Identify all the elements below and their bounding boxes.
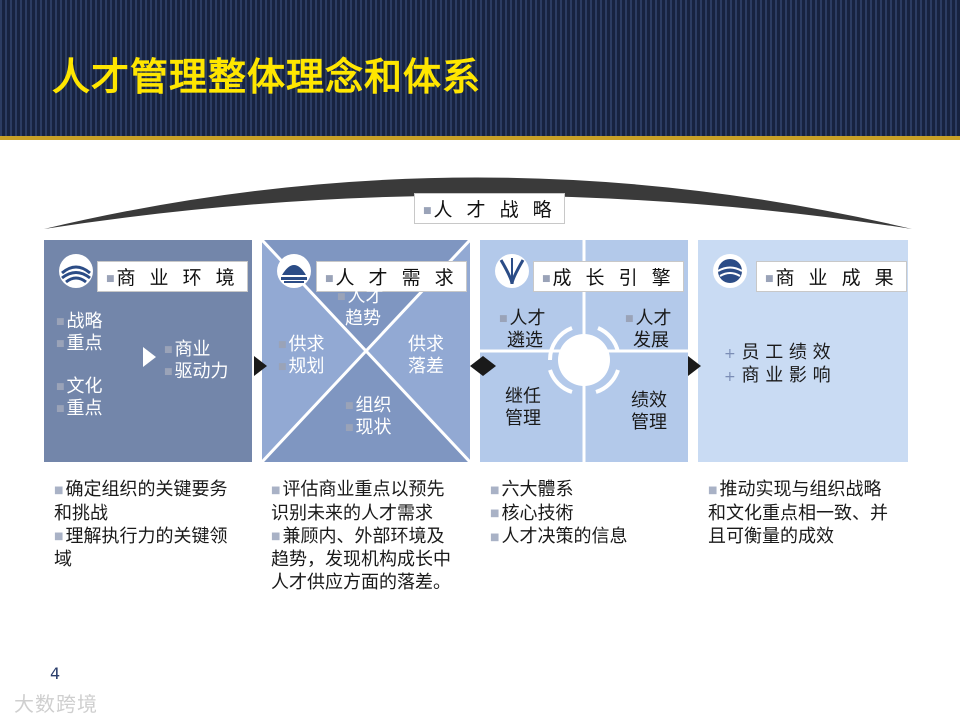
bullet-icon: ■ (423, 205, 432, 216)
bullet-icon: ■ (106, 273, 115, 284)
item-succession: 继任 管理 (505, 386, 541, 429)
strategy-arc (44, 177, 912, 229)
strategy-label: ■人 才 战 略 (414, 193, 565, 224)
bullet-icon: ■ (490, 531, 500, 543)
item-org-status: ■组织 ■现状 (345, 395, 392, 438)
bullet-icon: ■ (325, 273, 334, 284)
bullet-icon: ■ (54, 531, 64, 542)
funnel-icon (495, 254, 529, 288)
item-talent-development: ■人才 发展 (625, 308, 672, 351)
label-business-results: ■商 业 成 果 (756, 261, 907, 292)
desc-talent-demand: ■评估商业重点以预先识别未来的人才需求 ■兼顾内、外部环境及趋势，发现机构成长中… (271, 479, 451, 593)
item-business-driver: ■商业 ■驱动力 (164, 339, 229, 382)
bullet-icon: ■ (708, 484, 718, 496)
desc-growth-engine: ■六大體系 ■核心技術 ■人才决策的信息 (490, 479, 628, 547)
bullet-icon: ■ (164, 345, 173, 355)
item-talent-trend: ■人才 趋势 (337, 286, 384, 329)
strategy-label-text: 人 才 战 略 (433, 199, 556, 221)
arrow-right-icon (483, 356, 496, 376)
globe-icon (713, 254, 747, 288)
label-business-environment: ■商 业 环 境 (97, 261, 248, 292)
watermark-logo: 大数跨境 (14, 688, 98, 717)
bullet-icon: ■ (56, 339, 65, 349)
bullet-icon: ■ (345, 401, 354, 411)
label-talent-demand: ■人 才 需 求 (316, 261, 467, 292)
bullet-icon: ■ (625, 314, 634, 324)
globe-swirl-icon (59, 254, 93, 288)
cycle-arrow-2 (597, 326, 620, 353)
arrow-right-icon (688, 356, 701, 376)
bullet-icon: ■ (278, 362, 287, 372)
bullet-icon: ■ (164, 367, 173, 377)
item-culture-focus: ■文化 ■重点 (56, 376, 103, 419)
label-talent-demand-text: 人 才 需 求 (335, 267, 458, 289)
bullet-icon: ■ (542, 273, 551, 284)
cycle-arrow-1 (547, 326, 573, 361)
cycle-arrow-4 (548, 369, 573, 394)
engine-center-circle (558, 334, 610, 386)
bullet-icon: ■ (271, 531, 281, 542)
arrow-right-icon (254, 356, 267, 376)
strategy-arc-shape (44, 177, 912, 229)
bullet-icon: ■ (278, 340, 287, 350)
x-triangle-bottom (262, 351, 470, 462)
bullet-icon: ■ (490, 484, 500, 496)
desc-business-results: ■推动实现与组织战略和文化重点相一致、并且可衡量的成效 (708, 479, 888, 547)
label-business-results-text: 商 业 成 果 (775, 267, 898, 289)
bullet-icon: ■ (56, 404, 65, 414)
header-banner (0, 0, 960, 138)
item-results-list: + 员 工 绩 效 + 商 业 影 响 (724, 342, 831, 386)
bullet-icon: ■ (499, 314, 508, 324)
bullet-icon: ■ (271, 484, 281, 496)
item-talent-selection: ■人才 遴选 (499, 308, 546, 351)
page-number: 4 (50, 664, 61, 683)
dome-icon (277, 254, 311, 288)
item-supply-gap: 供求 落差 (408, 334, 444, 377)
arrow-left-icon (470, 356, 483, 376)
bullet-icon: ■ (56, 382, 65, 392)
bullet-icon: ■ (337, 292, 346, 302)
page-title: 人才管理整体理念和体系 (52, 55, 482, 99)
label-growth-engine-text: 成 长 引 擎 (552, 267, 675, 289)
watermark-text: 大数跨境 (14, 692, 98, 716)
desc-business-environment: ■确定组织的关键要务和挑战 ■理解执行力的关键领域 (54, 479, 228, 570)
bullet-icon: ■ (54, 484, 64, 496)
item-strategy-focus: ■战略 ■重点 (56, 311, 103, 354)
item-performance: 绩效 管理 (631, 390, 667, 433)
bullet-icon: ■ (56, 317, 65, 327)
label-business-environment-text: 商 业 环 境 (116, 267, 239, 289)
bullet-icon: ■ (345, 423, 354, 433)
arrow-right-icon (143, 347, 156, 367)
header-divider (0, 136, 960, 140)
bullet-icon: ■ (490, 508, 500, 519)
cycle-arrow-3 (595, 369, 620, 394)
plus-icon: + (724, 346, 736, 362)
bullet-icon: ■ (765, 273, 774, 284)
plus-icon: + (724, 369, 736, 385)
label-growth-engine: ■成 长 引 擎 (533, 261, 684, 292)
item-supply-plan: ■供求 ■规划 (278, 334, 325, 377)
